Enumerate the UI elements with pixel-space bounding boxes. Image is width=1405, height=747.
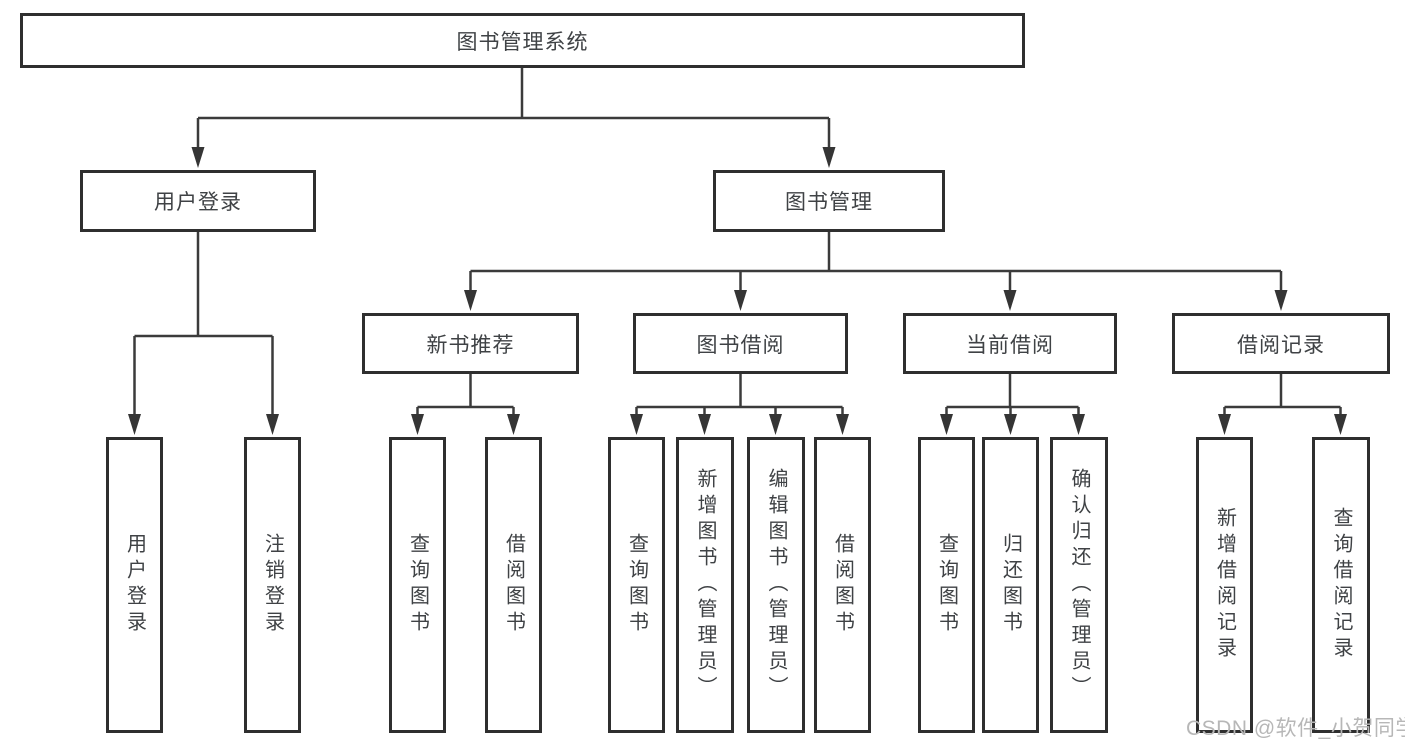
arrow-down-icon [698,414,711,435]
leaf-label: 新增借阅记录 [1213,507,1236,663]
node-book-borrowing: 图书借阅 [633,313,848,374]
node-label: 借阅记录 [1237,333,1325,357]
arrow-down-icon [822,147,836,168]
leaf-confirm-return-admin: 确认归还（管理员） [1050,437,1108,733]
leaf-add-borrow-record: 新增借阅记录 [1196,437,1253,733]
arrow-down-icon [1274,290,1288,311]
arrow-down-icon [836,414,849,435]
leaf-return-book: 归还图书 [982,437,1039,733]
leaf-logout: 注销登录 [244,437,301,733]
csdn-watermark: CSDN @软件_小贺同学 [1186,717,1405,740]
leaf-query-books-recommend: 查询图书 [389,437,446,733]
arrow-down-icon [128,414,141,435]
arrow-down-icon [1003,290,1017,311]
node-label: 当前借阅 [966,333,1054,357]
leaf-user-login: 用户登录 [106,437,163,733]
leaf-label: 查询借阅记录 [1330,507,1352,663]
leaf-query-books-current: 查询图书 [918,437,975,733]
arrow-down-icon [940,414,953,435]
arrow-down-icon [1334,414,1347,435]
node-new-book-recommend: 新书推荐 [362,313,579,374]
arrow-down-icon [734,290,747,311]
leaf-add-book-admin: 新增图书（管理员） [676,437,734,733]
arrow-down-icon [411,414,424,435]
arrowhead-group [128,147,1347,435]
arrow-down-icon [1218,414,1231,435]
node-user-login: 用户登录 [80,170,316,232]
leaf-borrow-books-recommend: 借阅图书 [485,437,542,733]
node-root: 图书管理系统 [20,13,1025,68]
node-label: 新书推荐 [426,333,515,357]
arrow-down-icon [464,290,477,311]
leaf-label: 借阅图书 [502,533,525,637]
leaf-label: 归还图书 [999,533,1022,637]
node-current-borrowing: 当前借阅 [903,313,1117,374]
leaf-edit-book-admin: 编辑图书（管理员） [747,437,805,733]
leaf-label: 新增图书（管理员） [694,468,716,702]
arrow-down-icon [507,414,520,435]
arrow-down-icon [630,414,643,435]
arrow-down-icon [769,414,782,435]
node-label: 图书管理 [785,191,873,214]
arrow-down-icon [1072,414,1085,435]
leaf-query-borrow-record: 查询借阅记录 [1312,437,1370,733]
node-label: 用户登录 [154,191,242,214]
arrow-down-icon [1004,414,1017,435]
arrow-down-icon [266,414,279,435]
leaf-label: 查询图书 [406,533,429,637]
leaf-label: 注销登录 [261,533,284,637]
leaf-label: 借阅图书 [831,533,854,637]
leaf-label: 确认归还（管理员） [1068,468,1090,702]
node-book-management: 图书管理 [713,170,945,232]
leaf-label: 查询图书 [625,533,648,637]
node-label: 图书借阅 [696,333,785,357]
leaf-label: 查询图书 [935,533,958,637]
leaf-query-books-borrowing: 查询图书 [608,437,665,733]
node-borrowing-records: 借阅记录 [1172,313,1390,374]
leaf-borrow-books-borrowing: 借阅图书 [814,437,871,733]
node-root-label: 图书管理系统 [456,30,589,54]
leaf-label: 编辑图书（管理员） [765,468,787,702]
leaf-label: 用户登录 [123,533,146,637]
arrow-down-icon [191,147,205,168]
